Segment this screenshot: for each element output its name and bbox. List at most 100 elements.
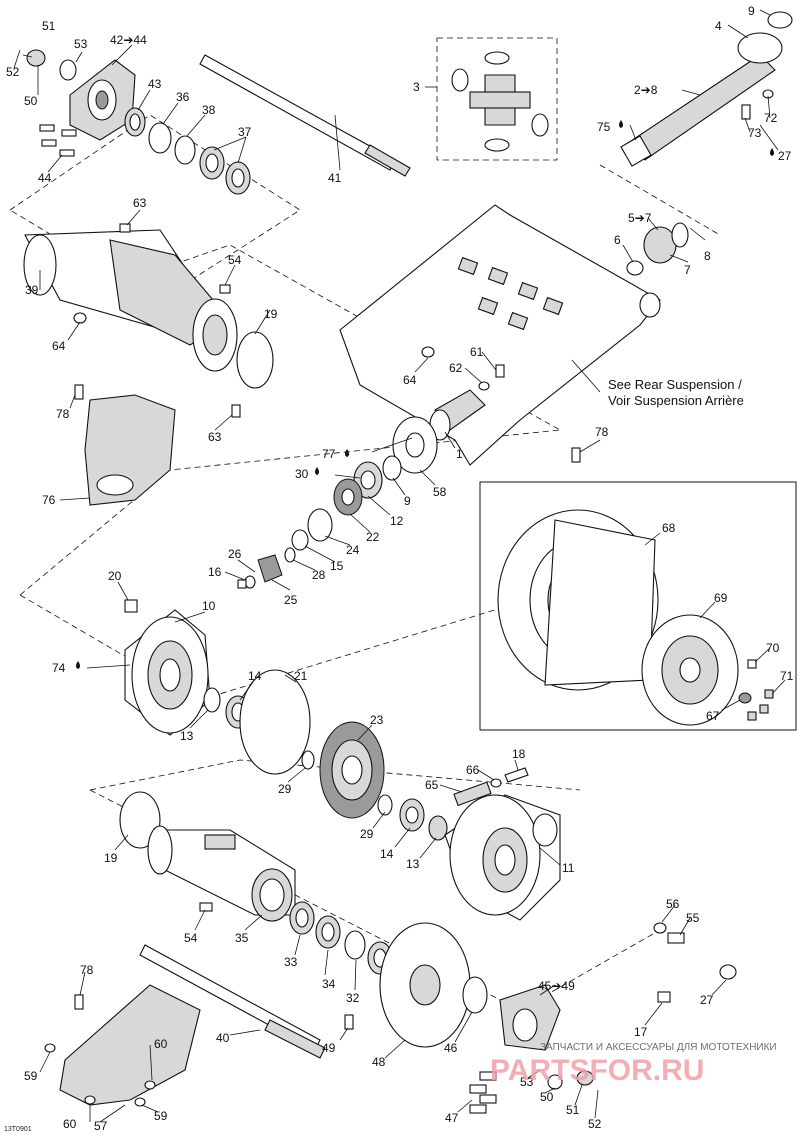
callout-32: 32 <box>346 991 360 1005</box>
callout-50: 50 <box>24 94 38 108</box>
callout-62: 62 <box>449 361 463 375</box>
callout-64: 64 <box>52 339 66 353</box>
callout-9: 9 <box>404 494 411 508</box>
watermark-tagline: ЗАПЧАСТИ И АКСЕССУАРЫ ДЛЯ МОТОТЕХНИКИ <box>540 1042 777 1053</box>
callout-24: 24 <box>346 543 360 557</box>
callout-71: 71 <box>780 669 794 683</box>
callout-76: 76 <box>42 493 56 507</box>
callout-19: 19 <box>264 307 278 321</box>
callout-78: 78 <box>80 963 94 977</box>
callout-11: 11 <box>562 861 575 875</box>
callout-54: 54 <box>184 931 198 945</box>
callout-63: 63 <box>208 430 222 444</box>
callout-16: 16 <box>208 565 222 579</box>
callout-30: 30 <box>295 467 309 481</box>
callout-29: 29 <box>278 782 292 796</box>
callout-63: 63 <box>133 196 147 210</box>
callout-70: 70 <box>766 641 780 655</box>
drawing-code: 13T0901 <box>4 1126 32 1133</box>
callout-45-49: 45➔49 <box>538 979 575 993</box>
callout-67: 67 <box>706 709 720 723</box>
callout-15: 15 <box>330 559 344 573</box>
callout-60: 60 <box>154 1037 168 1051</box>
callout-43: 43 <box>148 77 162 91</box>
callout-46: 46 <box>444 1041 458 1055</box>
callout-7: 7 <box>684 263 691 277</box>
oil-drop-icon <box>770 148 774 156</box>
callout-2-8: 2➔8 <box>634 83 658 97</box>
watermark: ЗАПЧАСТИ И АКСЕССУАРЫ ДЛЯ МОТОТЕХНИКИ PA… <box>490 1042 777 1087</box>
callout-61: 61 <box>470 345 484 359</box>
callout-55: 55 <box>686 911 700 925</box>
callout-27: 27 <box>778 149 792 163</box>
callout-57: 57 <box>94 1119 108 1133</box>
callout-25: 25 <box>284 593 298 607</box>
callout-52: 52 <box>6 65 20 79</box>
callout-56: 56 <box>666 897 680 911</box>
oil-drop-icon <box>315 467 319 475</box>
callout-labels: 51 52 53 50 42➔44 43 36 38 37 41 44 63 3… <box>4 4 794 1133</box>
callout-14: 14 <box>248 669 262 683</box>
callout-59: 59 <box>24 1069 38 1083</box>
callout-75: 75 <box>597 120 611 134</box>
oil-drop-icon <box>619 120 623 128</box>
voir-suspension-note: Voir Suspension Arrière <box>608 393 744 408</box>
callout-54: 54 <box>228 253 242 267</box>
callout-78: 78 <box>595 425 609 439</box>
callout-59: 59 <box>154 1109 168 1123</box>
callout-64: 64 <box>403 373 417 387</box>
callout-9: 9 <box>748 4 755 18</box>
callout-72: 72 <box>764 111 778 125</box>
callout-33: 33 <box>284 955 298 969</box>
callout-73: 73 <box>748 126 762 140</box>
callout-39: 39 <box>25 283 39 297</box>
callout-22: 22 <box>366 530 380 544</box>
callout-1: 1 <box>456 447 463 461</box>
callout-12: 12 <box>390 514 404 528</box>
callout-21: 21 <box>294 669 308 683</box>
callout-5-7: 5➔7 <box>628 211 652 225</box>
callout-19: 19 <box>104 851 118 865</box>
callout-53: 53 <box>74 37 88 51</box>
callout-28: 28 <box>312 568 326 582</box>
callout-77: 77 <box>322 447 336 461</box>
oil-drop-icon <box>76 661 80 669</box>
see-rear-suspension-note: See Rear Suspension / <box>608 377 742 392</box>
callout-23: 23 <box>370 713 384 727</box>
callout-52: 52 <box>588 1117 602 1131</box>
callout-3: 3 <box>413 80 420 94</box>
callout-29: 29 <box>360 827 374 841</box>
callout-66: 66 <box>466 763 480 777</box>
callout-60: 60 <box>63 1117 77 1131</box>
callout-74: 74 <box>52 661 66 675</box>
callout-68: 68 <box>662 521 676 535</box>
callout-18: 18 <box>512 747 526 761</box>
callout-51: 51 <box>566 1103 580 1117</box>
callout-51: 51 <box>42 19 56 33</box>
callout-14: 14 <box>380 847 394 861</box>
callout-34: 34 <box>322 977 336 991</box>
callout-40: 40 <box>216 1031 230 1045</box>
callout-6: 6 <box>614 233 621 247</box>
callout-20: 20 <box>108 569 122 583</box>
watermark-brand: PARTSFOR.RU <box>490 1054 704 1087</box>
callout-36: 36 <box>176 90 190 104</box>
callout-35: 35 <box>235 931 249 945</box>
callout-69: 69 <box>714 591 728 605</box>
callout-13: 13 <box>180 729 194 743</box>
callout-27: 27 <box>700 993 714 1007</box>
callout-4: 4 <box>715 19 722 33</box>
callout-58: 58 <box>433 485 447 499</box>
callout-37: 37 <box>238 125 252 139</box>
callout-47: 47 <box>445 1111 459 1125</box>
oil-drop-icon <box>345 449 349 457</box>
leader-lines <box>13 9 786 1123</box>
callout-38: 38 <box>202 103 216 117</box>
callout-48: 48 <box>372 1055 386 1069</box>
callout-50: 50 <box>540 1090 554 1104</box>
callout-17: 17 <box>634 1025 648 1039</box>
wheel-inset-box <box>479 481 797 731</box>
callout-8: 8 <box>704 249 711 263</box>
callout-13: 13 <box>406 857 420 871</box>
